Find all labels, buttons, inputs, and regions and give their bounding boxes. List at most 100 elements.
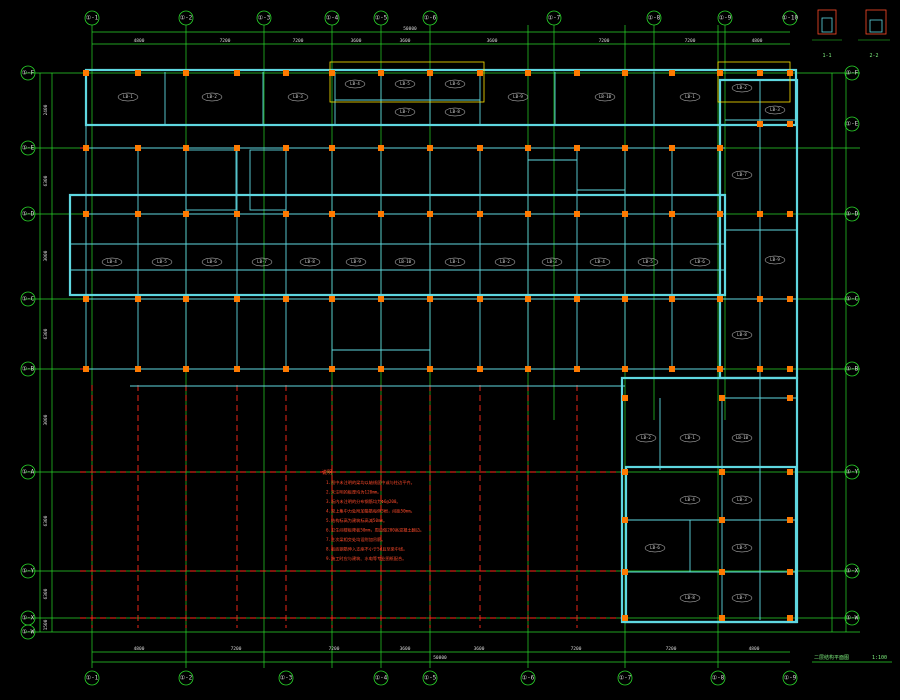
axis-label: ①-10 [782,15,799,22]
column [83,296,89,302]
column [719,615,725,621]
column [83,366,89,372]
column [669,296,675,302]
column [719,569,725,575]
axis-label: ①-D [846,211,859,218]
column [427,211,433,217]
column [757,211,763,217]
slab-tag-label: LB-2 [500,259,510,264]
column [574,296,580,302]
axis-label: ①-F [22,70,35,77]
axis-label: ①-C [22,296,35,303]
slab-tag: LB-6 [444,79,466,89]
slab-tag-label: LB-9 [351,259,361,264]
axis-label: ①-2 [180,15,193,22]
slab-tag: LB-1 [117,92,139,102]
axis-label: ①-Y [846,469,859,476]
column [183,366,189,372]
dimension-value: 1500 [43,619,49,630]
dimension-value: 2400 [43,104,49,115]
column [283,211,289,217]
slab-tag: LB-9 [507,92,529,102]
slab-tag-label: LB-3 [547,259,557,264]
dimension-value: 3600 [474,646,485,652]
column [574,145,580,151]
section-label-2: 2-2 [869,53,878,59]
slab-tag: LB-1 [679,433,701,443]
axis-bubble: ①-1 [84,670,100,686]
axis-label: ①-E [846,121,859,128]
slab-tag: LB-4 [101,257,123,267]
axis-bubble: ①-X [844,563,860,579]
axis-label: ①-6 [424,15,437,22]
axis-label: ①-X [22,615,35,622]
column [669,145,675,151]
slab-tag-label: LB-4 [685,497,695,502]
slab-tag-label: LB-5 [643,259,653,264]
slab-tag-label: LB-1 [685,435,695,440]
column [717,366,723,372]
column [622,395,628,401]
column [135,211,141,217]
slab-tag: LB-4 [344,79,366,89]
note-line: 9.施工时应与建筑、水电等专业图纸配合。 [326,555,406,562]
axis-bubble: ①-W [20,624,36,640]
column [717,70,723,76]
slab-tag: LB-5 [731,543,753,553]
dimension-value: 4800 [134,646,145,652]
axis-bubble: ①-E [844,116,860,132]
axis-label: ①-D [22,211,35,218]
notes-lines: 1.图中未注明的梁均以轴线居中或与柱边平齐。2.未注明的板厚均为120mm。3.… [326,479,424,562]
axis-bubbles-right: ①-F①-E①-D①-C①-B①-Y①-X①-W [844,65,860,626]
slab-tag-label: LB-5 [157,259,167,264]
dimension-value: 7200 [685,38,696,44]
slab-tag-label: LB-7 [737,595,747,600]
column [525,145,531,151]
slab-tag: LB-3 [287,92,309,102]
slab-tag: LB-7 [731,170,753,180]
note-line: 2.未注明的板厚均为120mm。 [326,489,381,496]
column [427,366,433,372]
dimension-value: 6300 [43,515,49,526]
axis-bubble: ①-8 [710,670,726,686]
slab-tag: LB-4 [679,495,701,505]
column [477,211,483,217]
axis-label: ①-E [22,145,35,152]
column [622,70,628,76]
slab-tag: LB-2 [494,257,516,267]
dimension-value: 7200 [571,646,582,652]
column [83,145,89,151]
axis-bubble: ①-Y [20,563,36,579]
slab-tag: LB-3 [541,257,563,267]
axis-bubble: ①-B [844,361,860,377]
slab-tag: LB-1 [679,92,701,102]
dimension-value: 7200 [293,38,304,44]
column [378,145,384,151]
axis-label: ①-B [22,366,35,373]
column [787,70,793,76]
slab-tag-label: LB-4 [107,259,117,264]
slab-tag: LB-2 [635,433,657,443]
slab-tag-label: LB-7 [400,109,410,114]
axis-label: ①-2 [180,675,193,682]
axis-label: ①-3 [280,675,293,682]
slab-tag-label: LB-9 [513,94,523,99]
column [787,469,793,475]
axis-label: ①-W [846,615,859,622]
column [622,211,628,217]
column [329,70,335,76]
slab-tag-label: LB-6 [207,259,217,264]
axis-bubble: ①-Y [844,464,860,480]
column [234,211,240,217]
column [183,296,189,302]
dimension-value: 3600 [487,38,498,44]
column [183,70,189,76]
dimension-value: 3000 [43,414,49,425]
slab-tag-label: LB-2 [737,85,747,90]
column [234,145,240,151]
slab-tag: LB-8 [679,593,701,603]
column [427,296,433,302]
dimension-value: 4800 [749,646,760,652]
